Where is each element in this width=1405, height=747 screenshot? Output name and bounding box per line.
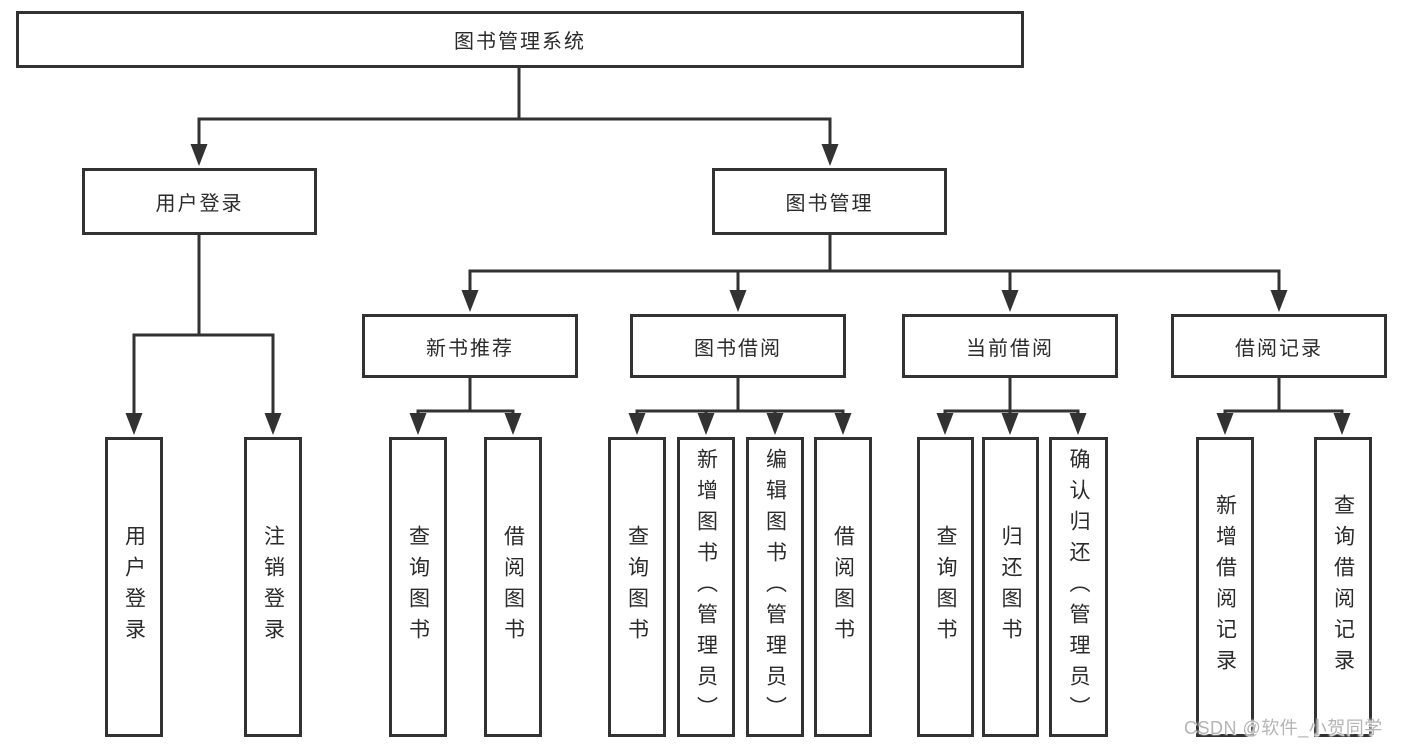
node-leaf-edit-books-admin: 编辑图书（管理员） <box>746 437 804 737</box>
node-leaf-add-books-admin: 新增图书（管理员） <box>677 437 735 737</box>
node-label: 注销登录 <box>261 525 285 649</box>
node-leaf-query-books-1: 查询图书 <box>389 437 447 737</box>
node-current-borrow: 当前借阅 <box>902 314 1118 378</box>
node-leaf-user-login: 用户登录 <box>105 437 163 737</box>
node-book-borrow: 图书借阅 <box>630 314 846 378</box>
node-borrow-records: 借阅记录 <box>1171 314 1387 378</box>
node-label: 编辑图书（管理员） <box>763 447 787 727</box>
node-label: 查询借阅记录 <box>1331 494 1355 680</box>
node-label: 确认归还（管理员） <box>1067 447 1091 727</box>
node-leaf-logout: 注销登录 <box>244 437 302 737</box>
watermark: CSDN @软件_小贺同学 <box>1184 718 1383 738</box>
node-label: 归还图书 <box>999 525 1023 649</box>
node-leaf-query-borrow-record: 查询借阅记录 <box>1314 437 1372 737</box>
node-book-management: 图书管理 <box>712 168 947 235</box>
node-label: 用户登录 <box>155 193 244 215</box>
node-leaf-return-books: 归还图书 <box>982 437 1039 737</box>
node-leaf-borrow-books-1: 借阅图书 <box>484 437 542 737</box>
node-label: 借阅图书 <box>831 525 855 649</box>
node-leaf-add-borrow-record: 新增借阅记录 <box>1196 437 1254 737</box>
node-root-library-system: 图书管理系统 <box>16 11 1024 68</box>
node-label: 新增图书（管理员） <box>694 447 718 727</box>
node-label: 借阅图书 <box>501 525 525 649</box>
node-label: 查询图书 <box>625 525 649 649</box>
node-label: 当前借阅 <box>966 337 1054 360</box>
node-leaf-confirm-return-admin: 确认归还（管理员） <box>1049 437 1108 737</box>
node-label: 图书管理系统 <box>454 31 586 53</box>
node-label: 用户登录 <box>122 525 146 649</box>
node-label: 新增借阅记录 <box>1213 494 1237 680</box>
node-label: 图书管理 <box>785 193 874 215</box>
node-label: 查询图书 <box>934 525 958 649</box>
node-label: 新书推荐 <box>426 337 514 360</box>
node-leaf-query-books-3: 查询图书 <box>917 437 974 737</box>
node-leaf-borrow-books-2: 借阅图书 <box>814 437 872 737</box>
node-label: 借阅记录 <box>1235 337 1323 360</box>
node-new-book-recommend: 新书推荐 <box>362 314 578 378</box>
node-user-login: 用户登录 <box>82 168 317 235</box>
node-label: 查询图书 <box>406 525 430 649</box>
node-leaf-query-books-2: 查询图书 <box>608 437 666 737</box>
arrowheads <box>125 144 1351 435</box>
node-label: 图书借阅 <box>694 337 782 360</box>
